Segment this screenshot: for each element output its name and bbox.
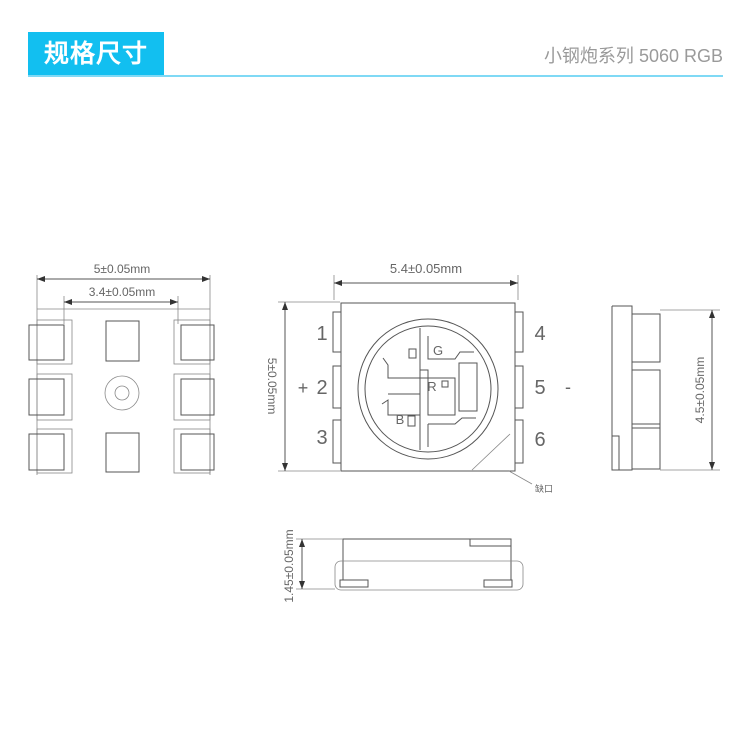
side-height-dimension-label: 4.5±0.05mm	[693, 357, 707, 424]
plus-sign: +	[298, 378, 309, 398]
bottom-view: 5±0.05mm 3.4±0.05mm	[28, 262, 215, 475]
top-width-dimension-label: 5.4±0.05mm	[390, 261, 462, 276]
chip-r	[441, 380, 449, 388]
lens-inner-ring	[364, 325, 492, 453]
pad-span-dimension-label: 3.4±0.05mm	[89, 285, 156, 299]
center-pad-bottom	[105, 432, 140, 473]
right-pads	[173, 319, 215, 474]
notch-label: 缺口	[535, 483, 553, 494]
top-view: 5.4±0.05mm 5±0.05mm 1 2 + 3 4 5 - 6	[265, 261, 571, 494]
chip-b-label: B	[396, 412, 405, 427]
left-pads	[28, 319, 73, 474]
product-series-label: 小钢炮系列 5060 RGB	[543, 46, 723, 66]
chip-frame	[381, 328, 478, 450]
chip-r-label: R	[427, 379, 436, 394]
pin-6-label: 6	[534, 429, 545, 451]
header-divider	[28, 75, 723, 77]
pin-2-label: 2	[316, 377, 327, 399]
notch-line	[471, 433, 511, 471]
chip-b	[407, 415, 416, 427]
top-height-dimension-label: 5±0.05mm	[265, 358, 279, 415]
center-mark-inner	[114, 385, 130, 401]
thickness-dimension-label: 1.45±0.05mm	[282, 529, 296, 602]
profile-view: 1.45±0.05mm	[282, 529, 524, 603]
section-title: 规格尺寸	[28, 32, 164, 76]
center-pad-top	[105, 320, 140, 362]
pin-4-label: 4	[534, 323, 545, 345]
lens-outer-ring	[357, 318, 499, 460]
pin-1-label: 1	[316, 323, 327, 345]
center-mark-outer	[104, 375, 140, 411]
side-view: 4.5±0.05mm	[611, 305, 720, 471]
chip-g	[408, 348, 417, 359]
width-dimension-label: 5±0.05mm	[94, 262, 151, 276]
chip-g-label: G	[433, 343, 443, 358]
pin-3-label: 3	[316, 427, 327, 449]
pin-5-label: 5	[534, 377, 545, 399]
notch-leader	[508, 470, 533, 485]
minus-sign: -	[565, 377, 571, 397]
